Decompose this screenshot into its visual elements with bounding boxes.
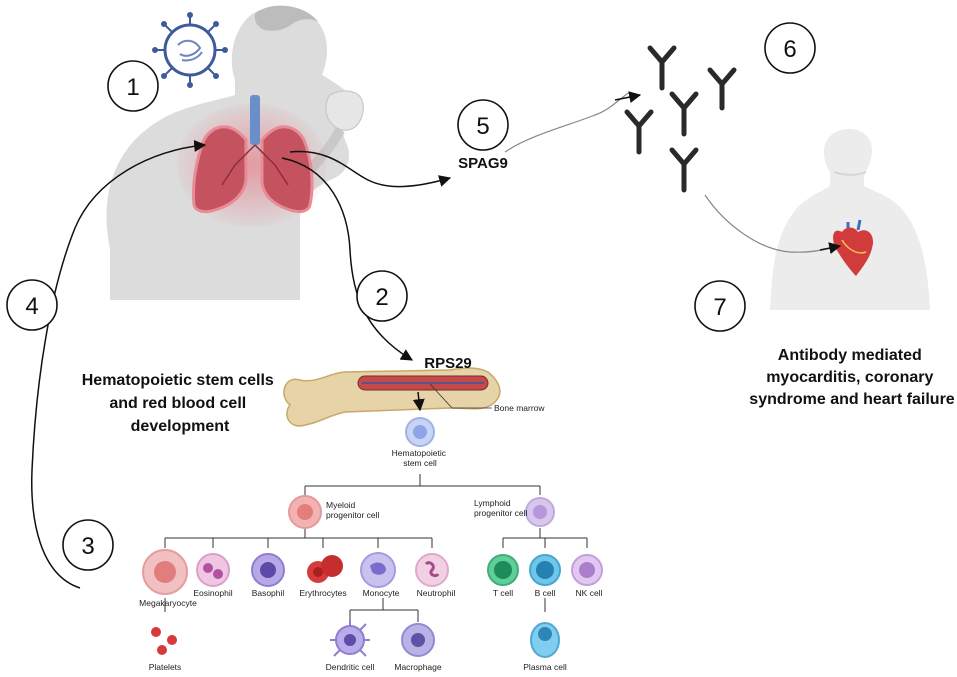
- bone-marrow-pointer: [429, 383, 453, 409]
- dendritic-label: Dendritic cell: [326, 662, 375, 672]
- step-3: 3: [62, 519, 114, 571]
- monocyte-label: Monocyte: [363, 588, 400, 598]
- monocyte-cell: [360, 552, 396, 588]
- eosinophil-label: Eosinophil: [193, 588, 232, 598]
- virus-icon: [152, 12, 228, 88]
- bone-marrow-label: Bone marrow: [494, 403, 545, 413]
- hsc-title: Hematopoietic stem cells and red blood c…: [82, 372, 279, 435]
- step-2: 2: [356, 270, 408, 322]
- platelets-illustration: [151, 627, 177, 655]
- spag9-label: SPAG9: [458, 155, 508, 172]
- plasma-cell-label: Plasma cell: [523, 662, 567, 672]
- patient-illustration: [770, 128, 930, 310]
- arrow-heart-head: [819, 242, 842, 255]
- svg-text:4: 4: [25, 293, 38, 320]
- arrow-spag9-to-antibodies: [504, 91, 631, 153]
- step-1: 1: [107, 60, 159, 112]
- megakaryocyte-label: Megakaryocyte: [139, 598, 197, 608]
- svg-text:5: 5: [476, 113, 489, 140]
- arrow-lung-to-spag9: [289, 150, 452, 188]
- plasma-cell: [530, 622, 560, 658]
- rps29-label: RPS29: [424, 355, 472, 372]
- myeloid-label: Myeloid progenitor cell: [326, 500, 380, 520]
- hsc-label: Hematopoietic stem cell: [392, 448, 449, 468]
- outcome-title: Antibody mediated myocarditis, coronary …: [749, 347, 954, 408]
- lymphoid-progenitor-cell: [525, 497, 555, 527]
- basophil-cell: [251, 553, 285, 587]
- hematopoiesis-tree-lines: [164, 474, 588, 622]
- svg-text:2: 2: [375, 284, 388, 311]
- neutrophil-cell: [415, 553, 449, 587]
- t-cell: [487, 554, 519, 586]
- step-4: 4: [6, 279, 58, 331]
- svg-text:1: 1: [126, 74, 139, 101]
- macrophage-label: Macrophage: [394, 662, 442, 672]
- svg-text:7: 7: [713, 294, 726, 321]
- arrow-marrow-to-lung: [31, 140, 207, 589]
- macrophage-cell: [401, 623, 435, 657]
- nk-cell-label: NK cell: [576, 588, 603, 598]
- step-5: 5: [457, 99, 509, 151]
- step-6: 6: [764, 22, 816, 74]
- arrow-antibody-head: [614, 91, 642, 104]
- b-cell-label: B cell: [535, 588, 556, 598]
- bone-illustration: [283, 367, 501, 427]
- eosinophil-cell: [196, 553, 230, 587]
- t-cell-label: T cell: [493, 588, 513, 598]
- erythrocytes-label: Erythrocytes: [299, 588, 346, 598]
- platelets-label: Platelets: [149, 662, 182, 672]
- erythrocytes-cell: [307, 555, 343, 583]
- antibodies-illustration: [624, 45, 737, 193]
- svg-text:6: 6: [783, 36, 796, 63]
- b-cell: [529, 554, 561, 586]
- megakaryocyte-cell: [142, 549, 188, 595]
- dendritic-cell: [330, 620, 370, 657]
- arrow-lung-to-rps29: [281, 157, 414, 361]
- nk-cell: [571, 554, 603, 586]
- myeloid-progenitor-cell: [288, 495, 322, 529]
- arrow-bone-to-hsc: [412, 391, 425, 412]
- basophil-label: Basophil: [252, 588, 285, 598]
- hsc-cell: [405, 417, 435, 447]
- lungs-illustration: [177, 95, 327, 227]
- neutrophil-label: Neutrophil: [417, 588, 456, 598]
- svg-text:3: 3: [81, 533, 94, 560]
- lymphoid-label: Lymphoid progenitor cell: [474, 498, 528, 518]
- step-7: 7: [694, 280, 746, 332]
